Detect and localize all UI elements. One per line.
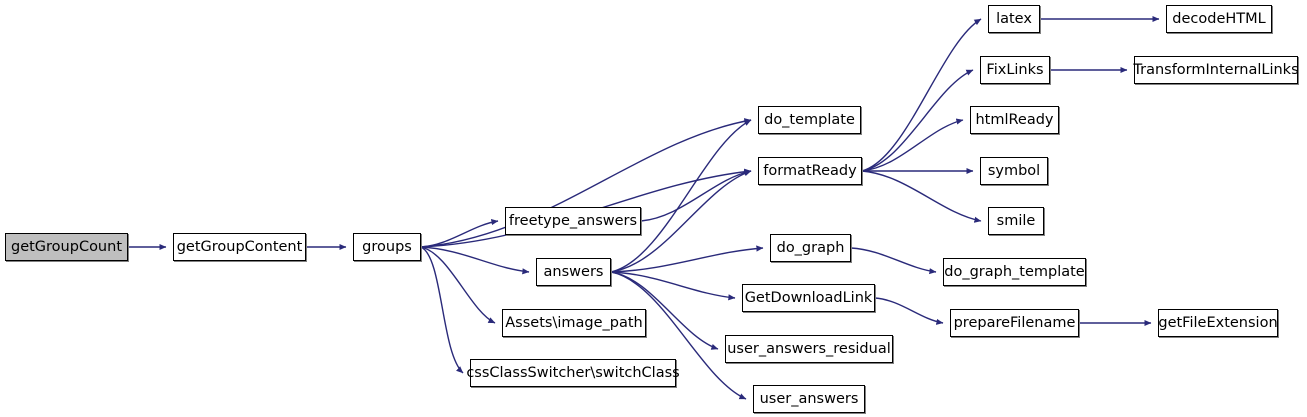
- graph-edge-answers-to-user-answers: [610, 271, 747, 400]
- graph-node-decodehtml[interactable]: decodeHTML: [1166, 5, 1272, 33]
- graph-node-getdownloadlink[interactable]: GetDownloadLink: [742, 284, 875, 312]
- graph-node-fixlinks[interactable]: FixLinks: [980, 56, 1050, 84]
- graph-node-do-graph[interactable]: do_graph: [770, 234, 851, 262]
- graph-node-formatready[interactable]: formatReady: [758, 157, 862, 185]
- graph-node-getfileextension[interactable]: getFileExtension: [1158, 309, 1278, 337]
- graph-edge-answers-to-formatready: [610, 170, 752, 273]
- graph-node-user-answers-residual[interactable]: user_answers_residual: [725, 335, 893, 363]
- graph-node-smile[interactable]: smile: [988, 207, 1044, 235]
- graph-node-symbol[interactable]: symbol: [980, 157, 1048, 185]
- graph-node-getgroupcount[interactable]: getGroupCount: [5, 233, 128, 261]
- graph-edge-formatready-to-latex: [861, 18, 982, 172]
- graph-node-transforminternallinks[interactable]: TransformInternalLinks: [1133, 56, 1299, 84]
- graph-edge-do-graph-to-do-graph-template: [850, 247, 937, 275]
- graph-edge-getdownloadlink-to-preparefilename: [874, 297, 944, 325]
- graph-edge-formatready-to-smile: [861, 170, 982, 223]
- graph-node-answers[interactable]: answers: [536, 258, 611, 286]
- graph-edge-answers-to-do-graph: [610, 245, 764, 273]
- graph-node-do-graph-template[interactable]: do_graph_template: [943, 258, 1086, 286]
- graph-node-preparefilename[interactable]: prepareFilename: [950, 309, 1079, 337]
- graph-node-freetype-answers[interactable]: freetype_answers: [505, 207, 641, 235]
- graph-edge-formatready-to-htmlready: [861, 118, 964, 172]
- graph-node-cssclassswitcher-switchclass[interactable]: cssClassSwitcher\switchClass: [466, 359, 680, 387]
- graph-node-htmlready[interactable]: htmlReady: [970, 106, 1059, 134]
- graph-edge-groups-to-answers: [420, 246, 530, 275]
- graph-node-latex[interactable]: latex: [988, 5, 1040, 33]
- graph-node-groups[interactable]: groups: [353, 233, 421, 261]
- graph-node-assets-image-path[interactable]: Assets\image_path: [502, 309, 646, 337]
- graph-node-getgroupcontent[interactable]: getGroupContent: [173, 233, 306, 261]
- graph-edge-groups-to-cssclassswitcher-switchclass: [420, 246, 464, 374]
- graph-edge-answers-to-do-template: [610, 119, 752, 273]
- graph-node-do-template[interactable]: do_template: [758, 106, 861, 134]
- graph-edge-groups-to-assets-image-path: [420, 246, 496, 324]
- graph-edge-formatready-to-fixlinks: [861, 69, 974, 172]
- graph-edge-groups-to-do-template: [420, 118, 752, 248]
- graph-node-user-answers[interactable]: user_answers: [753, 385, 865, 413]
- graph-edge-freetype-answers-to-formatready: [640, 169, 752, 222]
- graph-edge-answers-to-getdownloadlink: [610, 271, 736, 301]
- graph-edge-groups-to-freetype-answers: [420, 219, 499, 248]
